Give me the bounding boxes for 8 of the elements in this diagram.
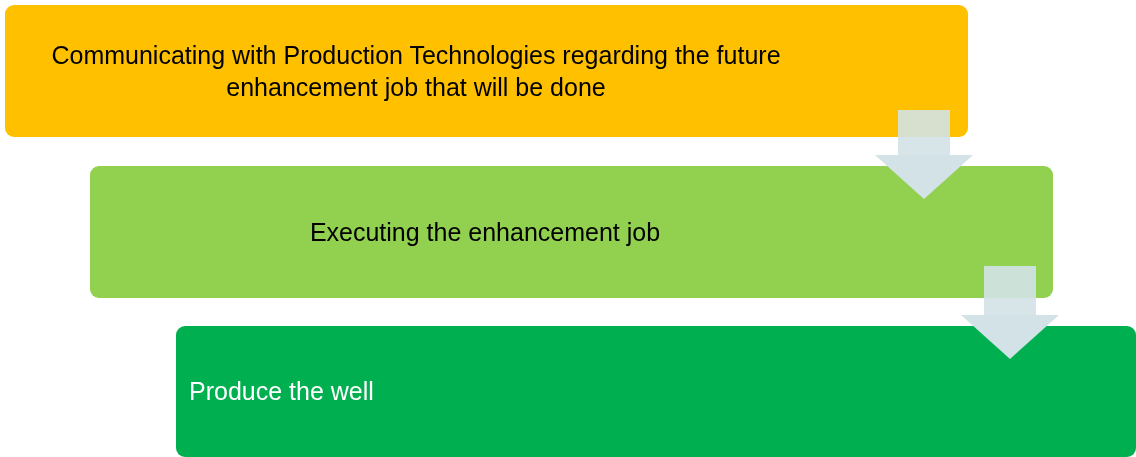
process-box [5, 5, 968, 137]
block-arrow [961, 266, 1059, 359]
block-arrow [875, 110, 973, 199]
step-text: Produce the well [189, 376, 375, 407]
step-text: Communicating with Production Technologies regarding the future enhancement job that will be done [50, 40, 782, 103]
process-box [176, 326, 1136, 457]
process-box [90, 166, 1053, 298]
step-text: Executing the enhancement job [308, 217, 662, 248]
